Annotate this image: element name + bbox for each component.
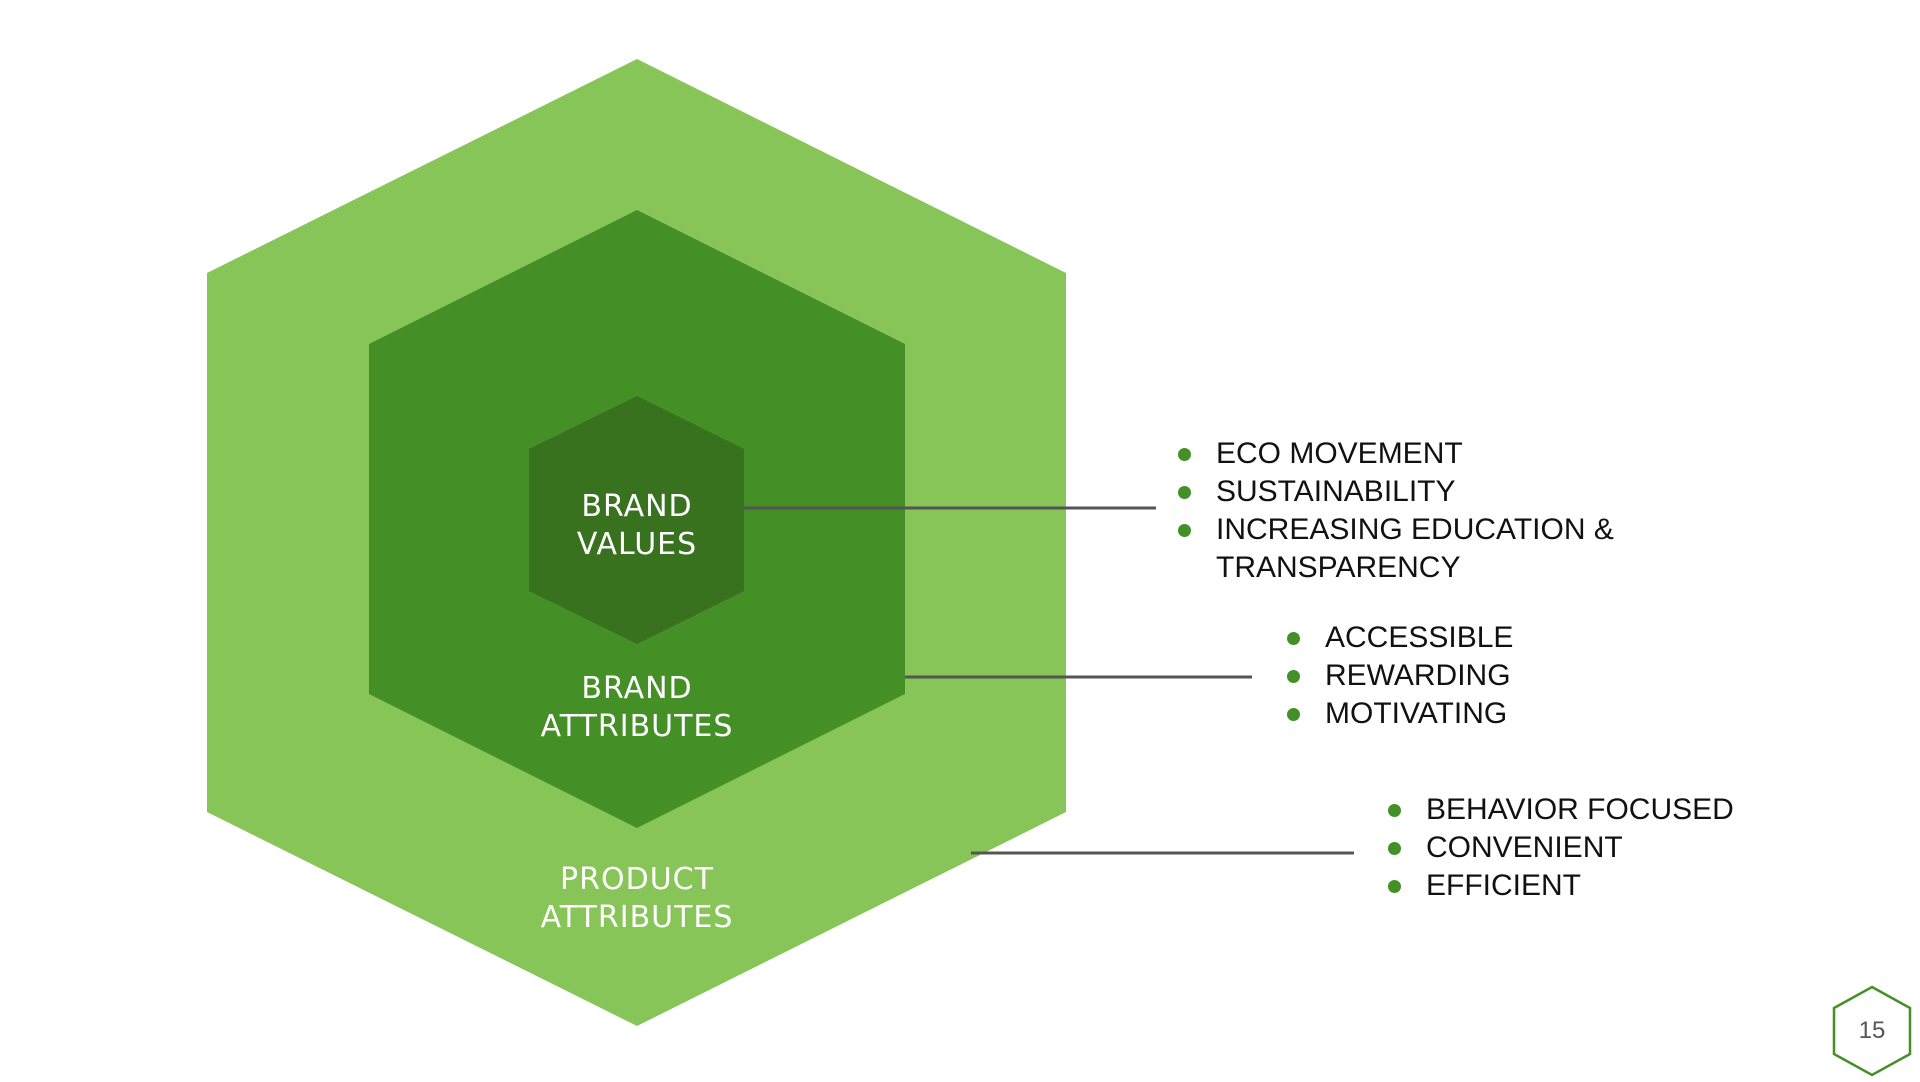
bullet-text: SUSTAINABILITY xyxy=(1216,475,1456,508)
bullet-text: ECO MOVEMENT xyxy=(1216,437,1463,470)
bullet-item: CONVENIENT xyxy=(1384,829,1804,867)
label-brand-values: BRAND VALUES xyxy=(477,488,797,564)
label-line: ATTRIBUTES xyxy=(540,900,734,935)
bullet-text: CONVENIENT xyxy=(1426,831,1623,864)
bullet-dot-icon xyxy=(1287,708,1300,721)
bullet-text: INCREASING EDUCATION & TRANSPARENCY xyxy=(1216,513,1614,584)
bullet-dot-icon xyxy=(1388,804,1401,817)
page-number: 15 xyxy=(1858,1017,1886,1044)
bullet-item: EFFICIENT xyxy=(1384,867,1804,905)
label-line: BRAND xyxy=(581,671,693,706)
bullet-item: REWARDING xyxy=(1283,657,1683,695)
bullet-text: REWARDING xyxy=(1325,659,1511,692)
bullet-item: ECO MOVEMENT xyxy=(1174,435,1694,473)
brand-attributes-bullet-list: ACCESSIBLE REWARDING MOTIVATING xyxy=(1283,619,1683,733)
label-product-attributes: PRODUCT ATTRIBUTES xyxy=(477,861,797,937)
bullet-dot-icon xyxy=(1388,842,1401,855)
hexagon-outline-icon xyxy=(1832,985,1912,1077)
bullet-text: ACCESSIBLE xyxy=(1325,621,1514,654)
inner-hexagon xyxy=(529,396,744,644)
bullet-item: ACCESSIBLE xyxy=(1283,619,1683,657)
bullet-dot-icon xyxy=(1388,880,1401,893)
bullet-item: BEHAVIOR FOCUSED xyxy=(1384,791,1804,829)
bullet-item: MOTIVATING xyxy=(1283,695,1683,733)
bullet-text: EFFICIENT xyxy=(1426,869,1581,902)
bullet-item: SUSTAINABILITY xyxy=(1174,473,1694,511)
label-line: ATTRIBUTES xyxy=(540,709,734,744)
bullet-text: BEHAVIOR FOCUSED xyxy=(1426,793,1734,826)
bullet-text: MOTIVATING xyxy=(1325,697,1508,730)
bullet-dot-icon xyxy=(1287,670,1300,683)
bullet-item: INCREASING EDUCATION & TRANSPARENCY xyxy=(1174,511,1694,587)
bullet-dot-icon xyxy=(1178,524,1191,537)
label-line: PRODUCT xyxy=(560,862,714,897)
bullet-dot-icon xyxy=(1287,632,1300,645)
label-line: BRAND xyxy=(581,489,693,524)
page-number-badge: 15 xyxy=(1832,985,1912,1077)
label-brand-attributes: BRAND ATTRIBUTES xyxy=(477,670,797,746)
values-bullet-list: ECO MOVEMENT SUSTAINABILITY INCREASING E… xyxy=(1174,435,1694,587)
product-attributes-bullet-list: BEHAVIOR FOCUSED CONVENIENT EFFICIENT xyxy=(1384,791,1804,905)
bullet-dot-icon xyxy=(1178,448,1191,461)
label-line: VALUES xyxy=(576,527,698,562)
bullet-dot-icon xyxy=(1178,486,1191,499)
